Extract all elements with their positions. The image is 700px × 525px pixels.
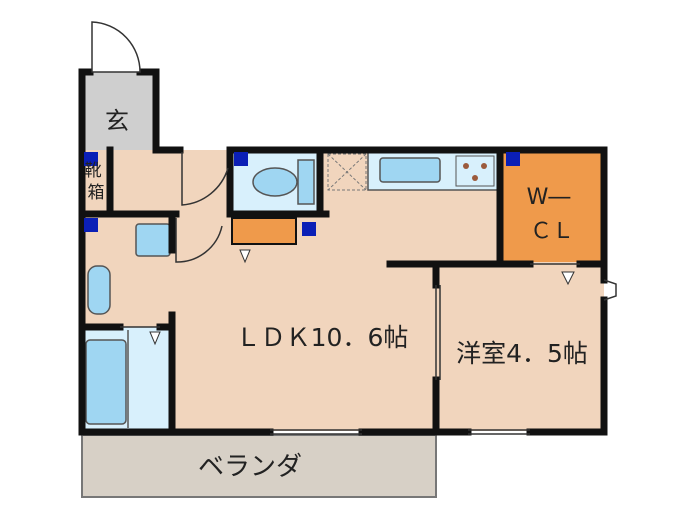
washing-machine-pan — [87, 265, 111, 315]
closet-label-line: W― — [527, 185, 571, 210]
burner-icon — [481, 163, 487, 169]
walk-in-closet — [500, 150, 604, 262]
doors — [91, 21, 617, 435]
balcony-label: ベランダ — [198, 452, 302, 482]
burner-icon — [463, 163, 469, 169]
ldk-label: ＬＤＫ10．6帖 — [236, 323, 409, 352]
kitchen-sink — [379, 157, 441, 183]
toilet-tank — [297, 159, 315, 205]
columns — [84, 152, 520, 236]
fridge-diagonal — [327, 153, 367, 191]
bathtub — [85, 339, 127, 425]
entrance-floor — [82, 72, 154, 150]
fridge-space — [327, 153, 367, 191]
toilet-bowl — [252, 167, 298, 197]
western-room-floor — [436, 262, 604, 431]
hallway-floor — [110, 150, 232, 212]
western-room-label: 洋室4．5帖 — [456, 339, 588, 368]
burner-icon — [472, 175, 478, 181]
shoe-box-label-line: 靴 — [85, 161, 102, 181]
closet-label: W― ＣＬ — [527, 185, 578, 244]
washbasin — [135, 223, 171, 257]
shoe-box-label: 靴 箱 — [85, 161, 107, 203]
walls — [78, 68, 608, 436]
closet-label-line: ＣＬ — [530, 219, 574, 244]
shoe-box-label-line: 箱 — [88, 183, 105, 203]
ldk-floor-lower — [172, 262, 436, 431]
storage-shelf — [231, 217, 297, 245]
entrance-label: 玄 — [105, 107, 129, 135]
stove — [455, 155, 495, 187]
opening-markers — [149, 249, 575, 346]
balcony-floor — [81, 434, 437, 498]
